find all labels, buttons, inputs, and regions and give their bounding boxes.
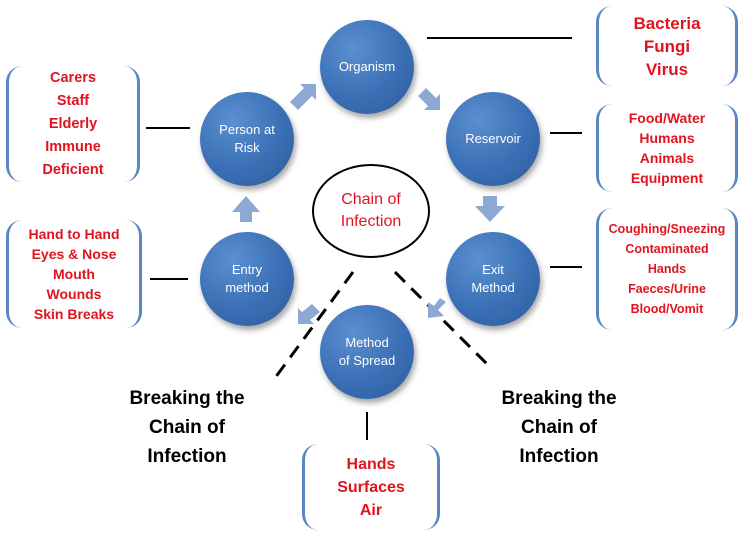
node-entry-method-label: Entry method (225, 262, 269, 295)
center-label: Chain of Infection (340, 191, 402, 230)
node-reservoir-label: Reservoir (465, 131, 521, 146)
box-exit-types: Coughing/Sneezing Contaminated Hands Fae… (596, 208, 738, 330)
node-exit-method-label: Exit Method (471, 262, 515, 295)
box-entry-text: Hand to Hand Eyes & Nose Mouth Wounds Sk… (28, 226, 120, 322)
arrow-exit-to-spread (428, 298, 446, 318)
node-entry-method: Entry method (200, 232, 294, 326)
box-spread-types: Hands Surfaces Air (302, 444, 440, 530)
breaking-chain-right: Breaking the Chain of Infection (501, 388, 617, 467)
box-spread-text: Hands Surfaces Air (337, 455, 405, 519)
arrow-organism-to-reservoir (418, 88, 440, 110)
node-method-of-spread: Method of Spread (320, 305, 414, 399)
node-reservoir: Reservoir (446, 92, 540, 186)
node-person-at-risk-label: Person at Risk (219, 122, 275, 155)
arrow-spread-to-entry (298, 304, 320, 324)
arrow-entry-to-person (232, 196, 260, 222)
box-exit-text: Coughing/Sneezing Contaminated Hands Fae… (608, 222, 726, 316)
box-entry-types: Hand to Hand Eyes & Nose Mouth Wounds Sk… (6, 220, 142, 328)
arrow-reservoir-to-exit (475, 196, 505, 222)
node-organism: Organism (320, 20, 414, 114)
box-reservoir-types: Food/Water Humans Animals Equipment (596, 104, 738, 192)
box-person-text: Carers Staff Elderly Immune Deficient (42, 69, 104, 178)
breaking-chain-left: Breaking the Chain of Infection (129, 388, 245, 467)
node-exit-method: Exit Method (446, 232, 540, 326)
box-organism-text: Bacteria Fungi Virus (633, 13, 701, 79)
node-person-at-risk: Person at Risk (200, 92, 294, 186)
box-organism-types: Bacteria Fungi Virus (596, 6, 738, 86)
box-reservoir-text: Food/Water Humans Animals Equipment (628, 110, 706, 186)
center-chain-of-infection: Chain of Infection (312, 164, 430, 258)
arrow-person-to-organism (290, 84, 316, 110)
box-person-types: Carers Staff Elderly Immune Deficient (6, 66, 140, 182)
node-organism-label: Organism (338, 59, 396, 74)
node-method-of-spread-label: Method of Spread (338, 335, 396, 368)
